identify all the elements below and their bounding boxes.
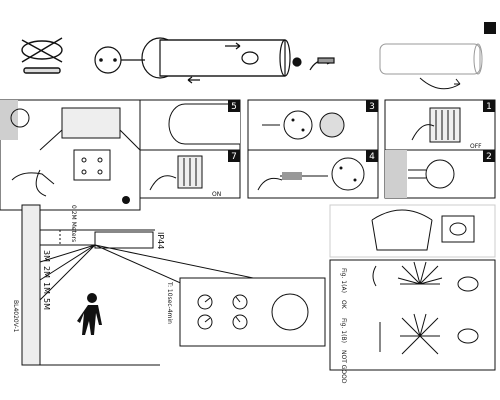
fig-1a-label: Fig. 1(A) [340, 268, 347, 293]
sensor-detection-panel [329, 204, 496, 258]
sensor-figures-panel [329, 259, 496, 371]
fig-1b-status: NOT GOOD [340, 350, 347, 384]
step-1-label: OFF [470, 143, 482, 150]
rating-label: IP44 [156, 232, 165, 249]
step-1-number: 1 [486, 102, 492, 112]
step-4-panel: 4 [247, 149, 379, 199]
timer-knobs [179, 277, 326, 347]
step-5-number: 5 [231, 102, 237, 112]
fixture-exploded-icon [94, 37, 291, 84]
fig-1b-label: Fig. 1(B) [340, 318, 347, 343]
footer-code: BL4020V-1 [12, 300, 19, 333]
step-4-number: 4 [369, 152, 375, 162]
person-silhouette-icon [77, 293, 102, 335]
step-2-panel: 2 [384, 149, 496, 199]
step-3-number: 3 [369, 102, 375, 112]
fig-1a-status: OK [340, 300, 347, 310]
mounting-labels: 0.2M Meters IP44 3M 2M 1M 5M BL4020V-1 [12, 205, 165, 333]
step-3-panel: 3 [247, 99, 379, 151]
timer-label: T: 10sec-4min [166, 281, 173, 324]
step-2-number: 2 [486, 152, 492, 162]
distance-label-1: 3M [42, 250, 51, 262]
screw-in-icon [292, 57, 335, 71]
step-7-panel: 7 ON [139, 149, 241, 199]
step-1-panel: 1 OFF [384, 99, 496, 151]
distance-label-3: 1M [42, 282, 51, 294]
page-marker-icon [484, 22, 496, 34]
fixture-assembled-icon [379, 43, 483, 90]
step-7-label: ON [212, 191, 221, 198]
mounting-height-label: 0.2M Meters [70, 205, 77, 242]
distance-label-4: 5M [42, 298, 51, 310]
no-bulb-warning-icon [21, 37, 63, 74]
distance-label-2: 2M [42, 266, 51, 278]
step-6-panel [0, 99, 141, 211]
step-5-panel: 5 [139, 99, 241, 151]
step-7-number: 7 [231, 152, 237, 162]
